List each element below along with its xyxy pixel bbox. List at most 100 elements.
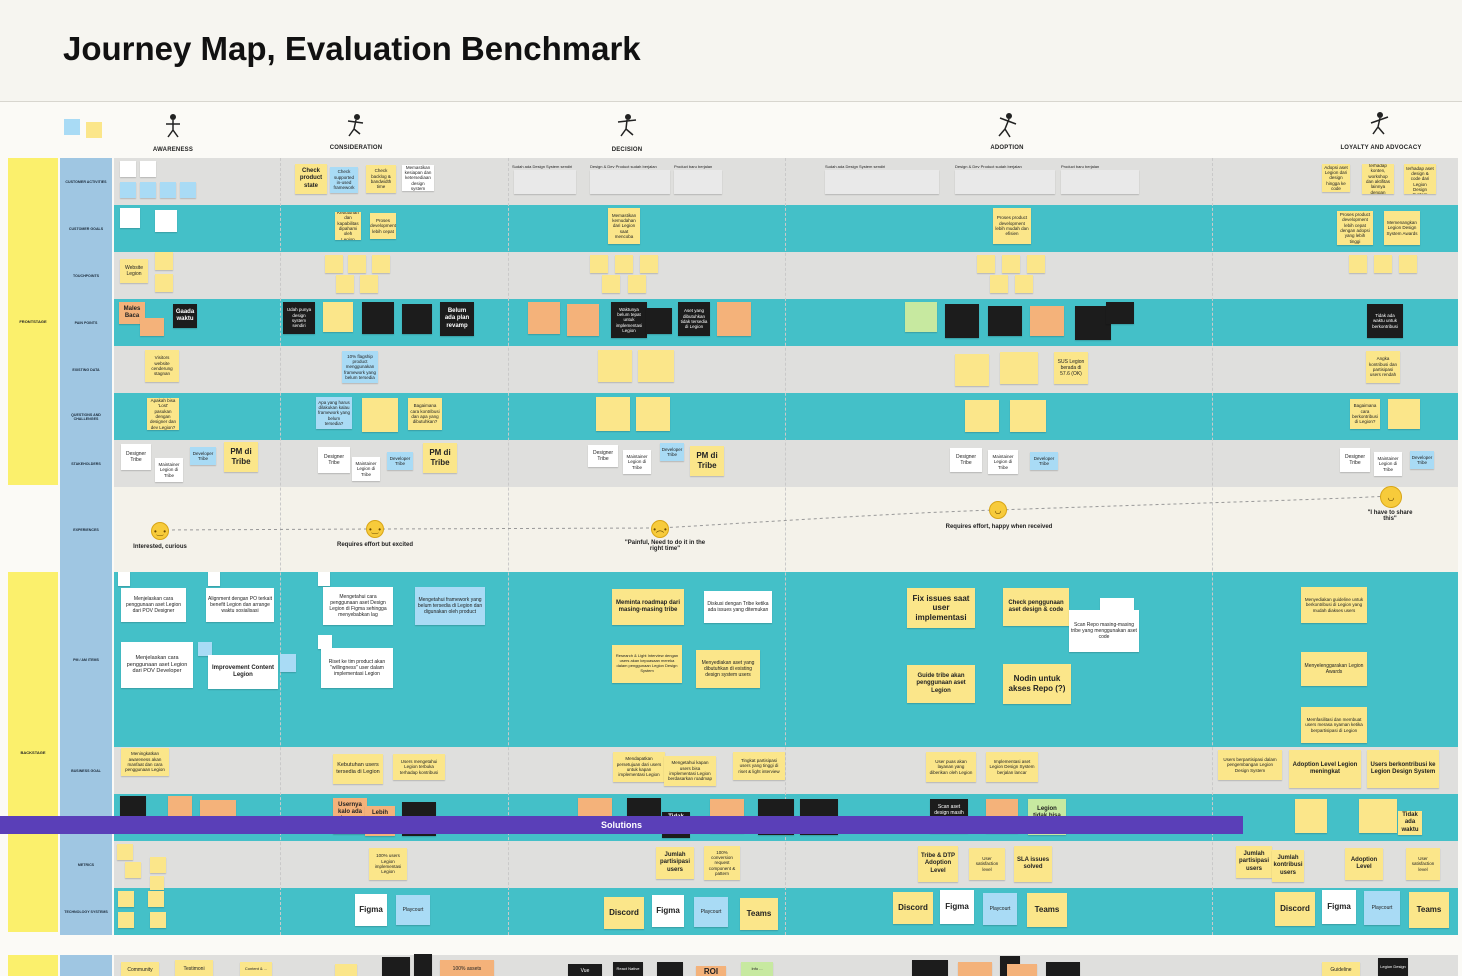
sticky-note[interactable]: Memenangkan Legion Design System Awards — [1384, 211, 1420, 245]
idea-note[interactable]: Mengetahui cara penggunaan aset Design L… — [323, 587, 393, 625]
sticky-note[interactable] — [1374, 255, 1392, 273]
sticky-note[interactable] — [590, 255, 608, 273]
tech-note-figma[interactable]: Figma — [355, 894, 387, 926]
sticky-note[interactable] — [636, 397, 670, 431]
metric-note[interactable]: User satisfaction level — [1406, 848, 1440, 880]
sticky-note[interactable] — [905, 302, 937, 332]
sticky-note[interactable]: Waktunya belum tepat untuk implementasi … — [611, 302, 647, 338]
tech-note-playcourt[interactable]: Playcourt — [396, 895, 430, 925]
tech-note-playcourt[interactable]: Playcourt — [1364, 891, 1400, 925]
sticky-note[interactable]: Aset yang dibutuhkan tidak tersedia di L… — [678, 302, 710, 336]
solution-note[interactable] — [1359, 799, 1397, 833]
metric-note[interactable] — [117, 844, 133, 860]
metric-note[interactable]: Jumlah partisipasi users — [1236, 846, 1272, 878]
sticky-note[interactable] — [155, 210, 177, 232]
next-note[interactable] — [382, 957, 410, 976]
stakeholder-note[interactable]: PM di Tribe — [224, 442, 258, 472]
stakeholder-note[interactable]: Designer Tribe — [1340, 448, 1370, 472]
sticky-note[interactable]: SUS Legion berada di 57.6 (OK) — [1054, 352, 1088, 384]
next-note[interactable]: React Native — [613, 962, 643, 976]
sticky-note[interactable]: Memastikan kemudahan dari Legion saat me… — [608, 208, 640, 244]
business-note[interactable]: Adoption Level Legion meningkat — [1289, 750, 1361, 788]
sticky-note[interactable] — [325, 255, 343, 273]
business-note[interactable]: Implementasi aset Legion Design System b… — [986, 752, 1038, 782]
tech-note[interactable] — [118, 912, 134, 928]
tech-note-teams[interactable]: Teams — [740, 898, 778, 930]
sticky-note[interactable] — [965, 400, 999, 432]
tech-note-figma[interactable]: Figma — [940, 890, 974, 924]
sticky-note[interactable]: Adopsi aset Legion dari design hingga ke… — [1322, 164, 1350, 192]
sticky-note[interactable] — [362, 398, 398, 432]
idea-note[interactable] — [280, 654, 296, 672]
stakeholder-note[interactable]: Designer Tribe — [121, 444, 151, 470]
metric-note[interactable]: SLA issues solved — [1014, 846, 1052, 882]
next-note[interactable] — [912, 960, 948, 976]
sticky-note[interactable] — [140, 161, 156, 177]
sticky-note[interactable] — [628, 275, 646, 293]
sticky-note[interactable]: Angka kontribusi dan partisipasi users r… — [1366, 351, 1400, 383]
sticky-note[interactable]: Tidak ada waktu untuk berkontribusi — [1367, 304, 1403, 338]
sticky-note[interactable] — [323, 302, 353, 332]
business-note[interactable]: Mendapatkan persetujuan dari users untuk… — [613, 752, 665, 782]
next-note[interactable] — [1046, 962, 1080, 976]
next-note[interactable]: Guideline — [1322, 962, 1360, 976]
tech-note-discord[interactable]: Discord — [1275, 892, 1315, 926]
next-note[interactable]: Community — [121, 962, 159, 976]
metric-note[interactable] — [125, 862, 141, 878]
idea-note[interactable]: Meminta roadmap dari masing-masing tribe — [612, 589, 684, 625]
metric-note[interactable]: 100% conversion request component & patt… — [704, 846, 740, 880]
tech-note-figma[interactable]: Figma — [652, 895, 684, 927]
idea-note[interactable]: Riset ke tim product akan "willingness" … — [321, 648, 393, 688]
sticky-note[interactable]: Apakah bisa 'Lost' pasukan dengan design… — [147, 398, 179, 430]
sticky-note[interactable] — [717, 302, 751, 336]
sticky-note[interactable] — [155, 252, 173, 270]
sticky-note[interactable] — [362, 302, 394, 334]
solution-note[interactable]: Tidak ada waktu — [1398, 811, 1422, 835]
sticky-note[interactable]: Belum ada plan revamp — [440, 302, 474, 336]
sticky-note[interactable] — [640, 255, 658, 273]
sticky-note[interactable]: Visitors website cenderung stagnan — [145, 350, 179, 382]
sticky-note[interactable]: Bagaimana cara berkontribusi di Legion? — [1350, 399, 1380, 429]
metric-note[interactable]: Tribe & DTP Adoption Level — [918, 846, 958, 882]
stakeholder-note[interactable]: Maintainer Legion di Tribe — [1374, 452, 1402, 476]
sticky-note[interactable] — [1075, 306, 1111, 340]
sticky-note[interactable] — [528, 302, 560, 334]
stakeholder-note[interactable]: Maintainer Legion di Tribe — [988, 450, 1018, 474]
sticky-note[interactable]: Proses development lebih cepat — [370, 213, 396, 239]
sticky-note[interactable] — [1000, 352, 1038, 384]
sticky-note[interactable] — [1388, 399, 1420, 429]
tech-note-discord[interactable]: Discord — [893, 892, 933, 924]
stakeholder-note[interactable]: Developer Tribe — [1030, 452, 1058, 470]
idea-note[interactable]: Mengetahui framework yang belum tersedia… — [415, 587, 485, 625]
sticky-note[interactable]: Kebutuhan dan kapabilitas dipahami oleh … — [335, 212, 361, 240]
next-note[interactable]: Info ... — [741, 962, 773, 976]
sticky-note[interactable] — [567, 304, 599, 336]
idea-note[interactable]: Alignment dengan PO terkait benefit Legi… — [206, 588, 274, 622]
sticky-note[interactable]: Check product state — [295, 164, 327, 194]
sticky-note[interactable] — [120, 182, 136, 198]
idea-note[interactable]: Menjelaskan cara penggunaan aset Legion … — [121, 642, 193, 688]
metric-note[interactable]: Jumlah partisipasi users — [656, 847, 694, 879]
stakeholder-note[interactable]: Developer Tribe — [190, 447, 216, 465]
tech-note-playcourt[interactable]: Playcourt — [983, 893, 1017, 925]
sticky-note[interactable]: Berkontribusi terhadap aset design & cod… — [1404, 164, 1436, 194]
sticky-note[interactable]: Website Legion — [120, 259, 148, 283]
sticky-note[interactable] — [990, 275, 1008, 293]
sticky-note[interactable] — [120, 208, 140, 228]
metric-note[interactable]: Adoption Level — [1345, 848, 1383, 880]
sticky-note[interactable] — [1349, 255, 1367, 273]
idea-note[interactable]: Menyediakan guideline untuk berkontribus… — [1301, 587, 1367, 623]
next-note[interactable]: Testimoni — [175, 960, 213, 976]
idea-note[interactable] — [208, 572, 220, 586]
sticky-note[interactable] — [1399, 255, 1417, 273]
idea-note[interactable]: Improvement Content Legion — [208, 655, 278, 689]
metric-note[interactable] — [150, 876, 164, 890]
sticky-note[interactable] — [140, 182, 156, 198]
tech-note[interactable] — [148, 891, 164, 907]
metric-note[interactable] — [150, 857, 166, 873]
stakeholder-note[interactable]: Developer Tribe — [387, 452, 413, 470]
next-note[interactable]: 100% assets — [440, 960, 494, 976]
sticky-note[interactable] — [945, 304, 979, 338]
sticky-note[interactable] — [348, 255, 366, 273]
sticky-note[interactable] — [955, 354, 989, 386]
